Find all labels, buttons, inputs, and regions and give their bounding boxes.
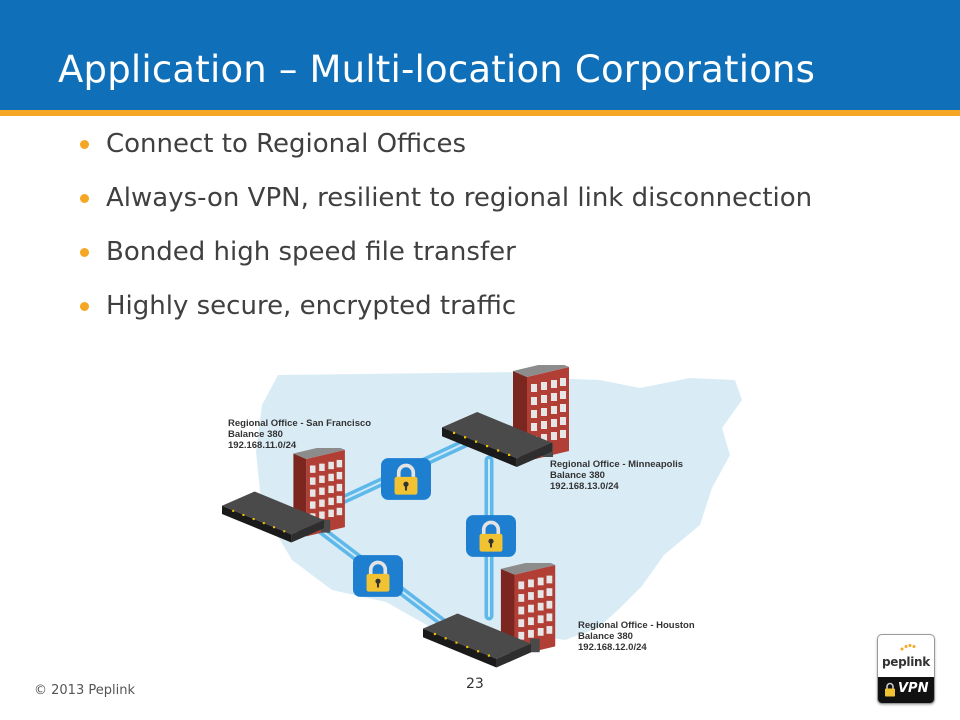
page-number: 23 — [466, 676, 484, 692]
header-accent-stripe — [0, 110, 960, 116]
lock-icon — [885, 682, 895, 697]
office-label-model: Balance 380 — [228, 429, 283, 440]
bullet-item: Bonded high speed file transfer — [76, 232, 812, 286]
padlock-icon — [381, 458, 431, 500]
office-label-subnet: 192.168.12.0/24 — [578, 642, 647, 653]
vpn-label-bar: VPN — [878, 677, 934, 703]
bullet-item: Connect to Regional Offices — [76, 124, 812, 178]
header-bar — [0, 0, 960, 110]
slide-title: Application – Multi-location Corporation… — [58, 48, 816, 91]
peplink-dots-icon — [900, 644, 916, 651]
office-label-name: Regional Office - Houston — [578, 620, 695, 631]
bullet-list: Connect to Regional Offices Always-on VP… — [76, 124, 812, 340]
padlock-icon — [353, 555, 403, 597]
peplink-logo: peplink — [882, 655, 930, 669]
office-label-name: Regional Office - San Francisco — [228, 418, 371, 429]
office-label-name: Regional Office - Minneapolis — [550, 459, 683, 470]
bullet-item: Always-on VPN, resilient to regional lin… — [76, 178, 812, 232]
bullet-item: Highly secure, encrypted traffic — [76, 286, 812, 340]
office-label-subnet: 192.168.11.0/24 — [228, 440, 297, 451]
vpn-label: VPN — [898, 681, 929, 696]
padlock-icon — [466, 515, 516, 557]
office-label-subnet: 192.168.13.0/24 — [550, 481, 619, 492]
office-label-model: Balance 380 — [550, 470, 605, 481]
peplink-vpn-badge: peplink VPN — [877, 634, 935, 704]
network-diagram: Regional Office - San Francisco Balance … — [222, 365, 742, 668]
copyright-footer: © 2013 Peplink — [34, 683, 135, 698]
office-label-model: Balance 380 — [578, 631, 633, 642]
